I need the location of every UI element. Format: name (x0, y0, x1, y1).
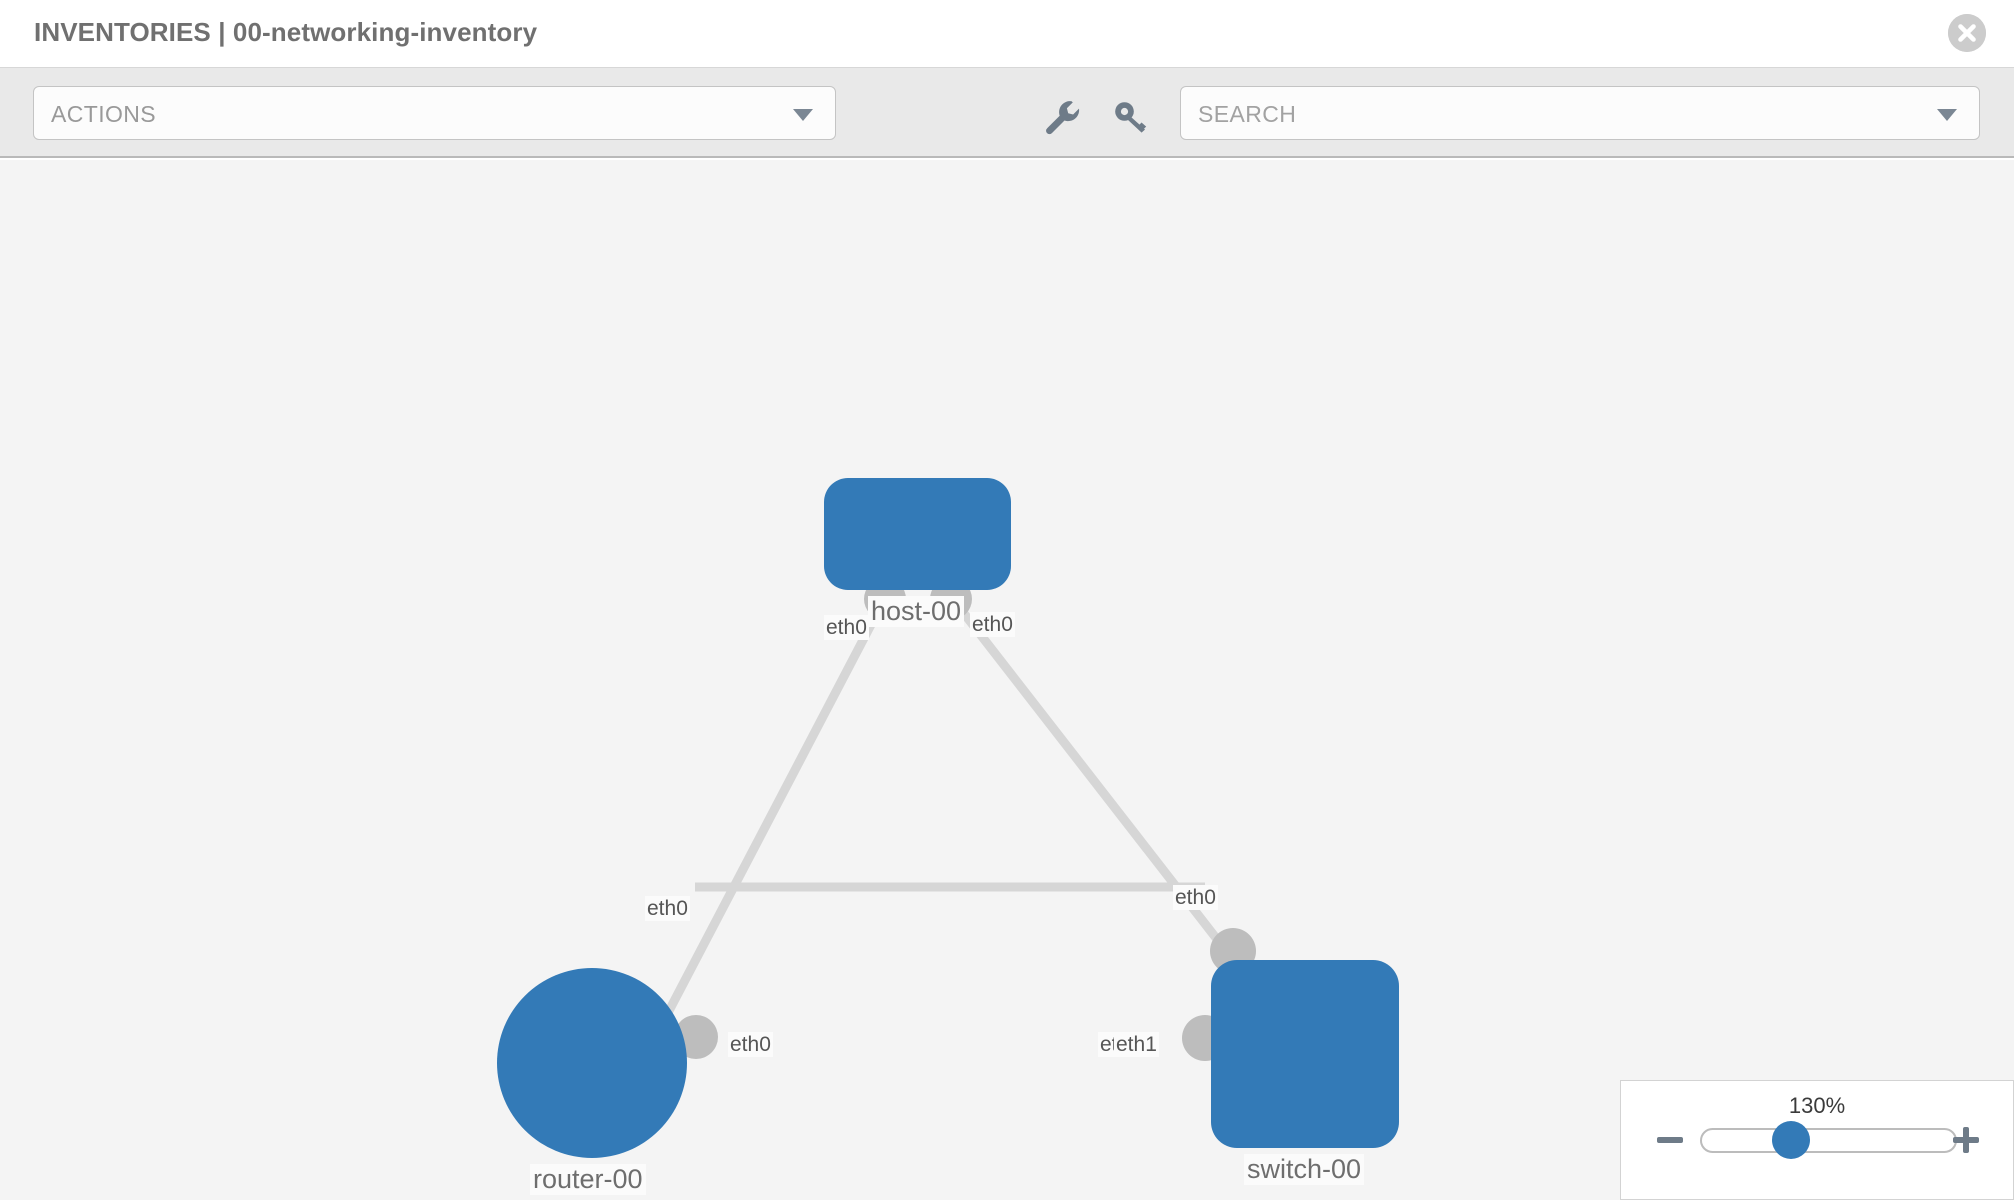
close-icon[interactable] (1948, 14, 1986, 52)
zoom-control-panel: 130% (1620, 1080, 2014, 1200)
actions-dropdown-label: ACTIONS (51, 101, 157, 127)
node-router-00-shape (497, 968, 687, 1158)
port-label-router-top: eth0 (645, 896, 690, 922)
plus-icon[interactable] (1951, 1125, 1981, 1155)
port-label-switch-left-eth1: eth1 (1114, 1032, 1159, 1058)
chevron-down-icon (793, 109, 813, 121)
minus-icon[interactable] (1655, 1125, 1685, 1155)
port-label-router-right: eth0 (728, 1032, 773, 1058)
search-placeholder: SEARCH (1198, 101, 1297, 127)
search-input[interactable]: SEARCH (1180, 86, 1980, 140)
topology-canvas[interactable]: host-00 (0, 160, 2014, 1200)
node-switch-00-shape (1211, 960, 1399, 1148)
port-label-switch-top: eth0 (1173, 885, 1218, 911)
node-router-00-label: router-00 (530, 1164, 646, 1196)
wrench-icon[interactable] (1041, 96, 1083, 138)
port-label-host-left: eth0 (824, 615, 869, 641)
title-bar: INVENTORIES | 00-networking-inventory (0, 0, 2014, 68)
chevron-down-icon[interactable] (1937, 109, 1957, 121)
link-host-router (656, 595, 889, 1031)
zoom-level-label: 130% (1788, 1093, 1846, 1118)
page-title: INVENTORIES | 00-networking-inventory (34, 17, 538, 47)
toolbar: ACTIONS SEARCH (0, 68, 2014, 158)
node-host-00-label: host-00 (868, 596, 965, 628)
node-switch-00-label: switch-00 (1244, 1154, 1365, 1186)
actions-dropdown[interactable]: ACTIONS (33, 86, 836, 140)
zoom-slider-handle[interactable] (1772, 1121, 1810, 1159)
key-icon[interactable] (1110, 96, 1152, 138)
zoom-slider-track[interactable] (1700, 1128, 1957, 1153)
node-host-00-shape (824, 478, 1011, 590)
port-label-host-right: eth0 (970, 612, 1015, 638)
topology-links (656, 595, 1241, 1031)
